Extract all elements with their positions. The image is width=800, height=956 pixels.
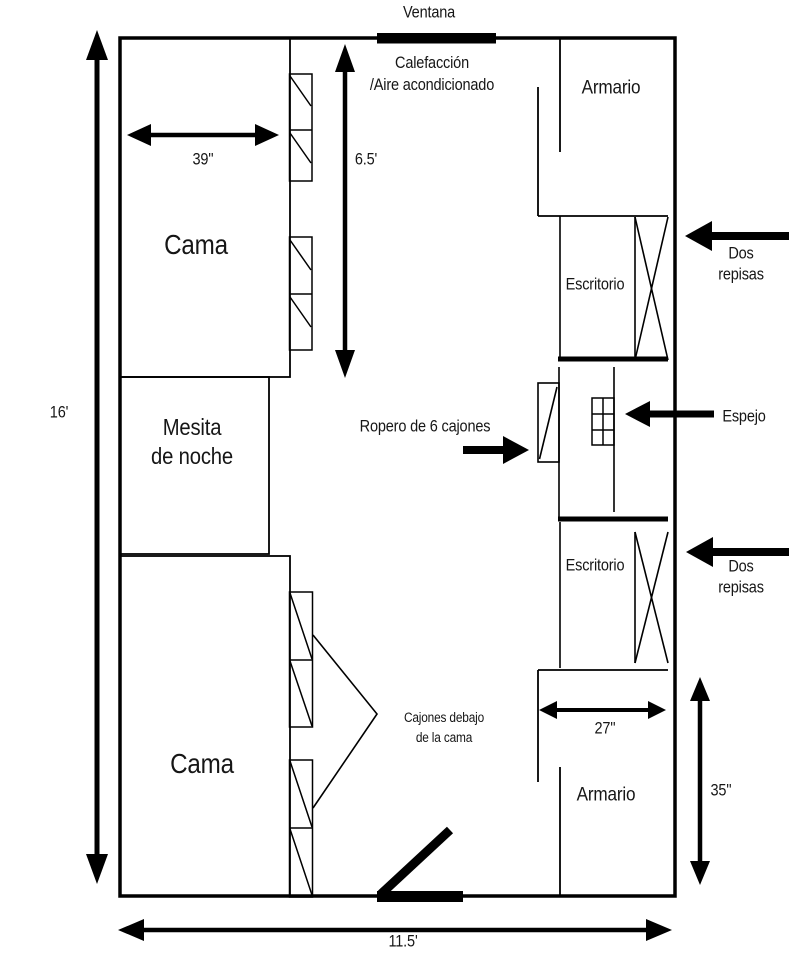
pointer-arrow-mirror: [625, 401, 714, 427]
closet-bottom-outline: [537, 669, 668, 896]
pointer-arrow-shelves-top: [685, 221, 789, 251]
heating-ac-label: Calefacción /Aire acondicionado: [369, 54, 495, 94]
under-bed-drawers-label: Cajones debajo de la cama: [403, 710, 485, 745]
drawers-pointer-chevron: [312, 634, 378, 809]
room-width-dimension: 11.5': [388, 932, 418, 951]
bed-bottom-outline: [119, 555, 291, 897]
dimension-arrow-35in: [690, 677, 710, 885]
bed-bottom-drawer-box-2: [288, 759, 314, 898]
dimension-arrow-39in: [127, 124, 279, 146]
mirror-label: Espejo: [722, 407, 766, 426]
closet-depth-dimension: 35'': [710, 781, 732, 800]
bed-top-drawer-box-2: [288, 236, 313, 351]
dimension-arrow-27in: [539, 701, 666, 719]
window-wall-dimension: 6.5': [354, 150, 378, 169]
dimension-arrow-16ft: [86, 30, 108, 884]
door-opening-bar: [377, 891, 463, 902]
desk-bottom-label: Escritorio: [565, 556, 625, 575]
dresser-drawer-grid: [591, 397, 615, 446]
dimension-arrow-11-5ft: [118, 919, 672, 941]
bed-bottom-label: Cama: [170, 748, 234, 780]
desk-top-label: Escritorio: [565, 275, 625, 294]
closet-top-label: Armario: [581, 76, 641, 99]
bed-top-outline: [119, 37, 291, 378]
pointer-arrow-dresser: [463, 436, 529, 464]
pointer-arrow-shelves-bottom: [686, 537, 789, 567]
desk-bottom-outline: [559, 522, 669, 668]
door-leaf: [377, 826, 454, 898]
bed-top-drawer-box-1: [288, 73, 313, 182]
closet-width-dimension: 27'': [594, 719, 616, 738]
bed-width-dimension: 39'': [192, 150, 214, 169]
closet-top-outline: [537, 38, 668, 217]
nightstand-outline: [119, 376, 270, 555]
dresser-outline: [537, 367, 615, 519]
closet-bottom-label: Armario: [576, 783, 636, 806]
dresser-label: Ropero de 6 cajones: [359, 417, 491, 436]
nightstand-label: Mesita de noche: [151, 414, 233, 469]
bed-bottom-drawer-box-1: [288, 591, 314, 728]
window-label: Ventana: [402, 3, 456, 22]
bed-top-label: Cama: [164, 229, 228, 261]
window-bar: [377, 33, 496, 44]
dimension-arrow-6-5ft: [335, 44, 355, 378]
desk-top-outline: [559, 216, 669, 361]
room-height-dimension: 16': [49, 403, 69, 422]
shelves-top-label: Dos repisas: [718, 244, 764, 284]
shelves-bottom-label: Dos repisas: [718, 557, 764, 597]
